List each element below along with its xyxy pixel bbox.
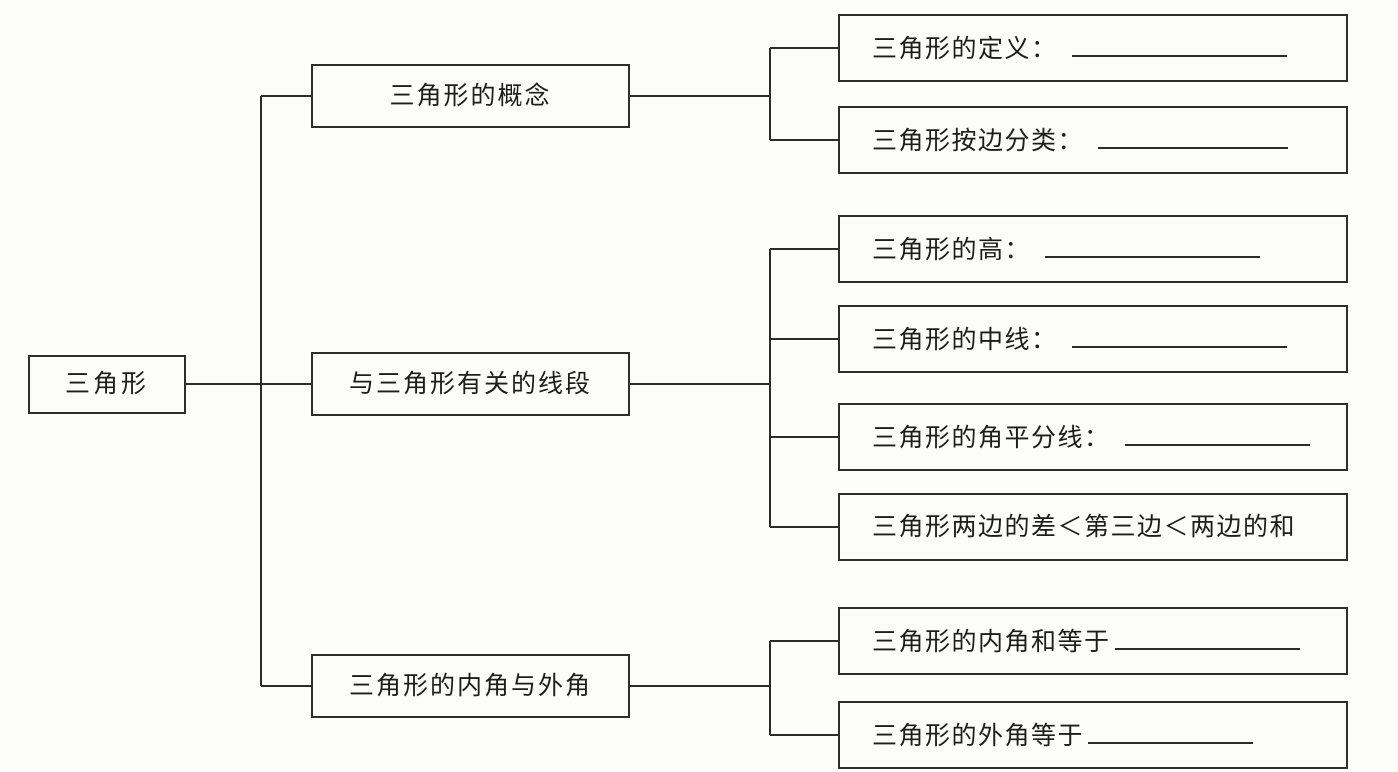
- fill-in-blank[interactable]: [1071, 324, 1287, 348]
- node-root-label: 三角形: [64, 369, 149, 399]
- fill-in-blank[interactable]: [1071, 33, 1287, 57]
- leaf-row: 三角形的高：: [872, 234, 1346, 265]
- node-leaf-definition[interactable]: 三角形的定义：: [838, 14, 1348, 82]
- node-branch-angles-label: 三角形的内角与外角: [348, 670, 592, 700]
- fill-in-blank[interactable]: [1124, 422, 1310, 446]
- leaf-text: 三角形两边的差＜第三边＜两边的和: [872, 511, 1297, 541]
- leaf-text: 三角形的外角等于: [872, 720, 1085, 750]
- node-branch-angles[interactable]: 三角形的内角与外角: [311, 654, 630, 718]
- node-branch-concept-label: 三角形的概念: [389, 80, 552, 110]
- leaf-text: 三角形按边分类：: [872, 125, 1085, 155]
- node-branch-segments[interactable]: 与三角形有关的线段: [311, 352, 630, 416]
- leaf-row: 三角形的外角等于: [872, 720, 1346, 751]
- leaf-text: 三角形的高：: [872, 234, 1032, 264]
- node-leaf-angle-bisector[interactable]: 三角形的角平分线：: [838, 403, 1348, 471]
- node-leaf-exterior-angle[interactable]: 三角形的外角等于: [838, 701, 1348, 769]
- fill-in-blank[interactable]: [1088, 720, 1254, 744]
- fill-in-blank[interactable]: [1098, 125, 1289, 149]
- node-leaf-side-classification[interactable]: 三角形按边分类：: [838, 106, 1348, 174]
- node-leaf-median[interactable]: 三角形的中线：: [838, 305, 1348, 373]
- node-leaf-interior-angle-sum[interactable]: 三角形的内角和等于: [838, 607, 1348, 675]
- fill-in-blank[interactable]: [1045, 234, 1261, 258]
- leaf-row: 三角形的角平分线：: [872, 422, 1346, 453]
- leaf-text: 三角形的内角和等于: [872, 626, 1111, 656]
- node-branch-concept[interactable]: 三角形的概念: [311, 64, 630, 128]
- leaf-row: 三角形的内角和等于: [872, 626, 1346, 657]
- node-root[interactable]: 三角形: [28, 355, 186, 414]
- leaf-text: 三角形的中线：: [872, 324, 1058, 354]
- leaf-row: 三角形的中线：: [872, 324, 1346, 355]
- leaf-text: 三角形的定义：: [872, 33, 1058, 63]
- leaf-row: 三角形的定义：: [872, 33, 1346, 64]
- node-leaf-side-inequality[interactable]: 三角形两边的差＜第三边＜两边的和: [838, 493, 1348, 561]
- fill-in-blank[interactable]: [1114, 626, 1300, 650]
- leaf-row: 三角形按边分类：: [872, 125, 1346, 156]
- leaf-row: 三角形两边的差＜第三边＜两边的和: [872, 511, 1346, 542]
- leaf-text: 三角形的角平分线：: [872, 422, 1111, 452]
- node-leaf-altitude[interactable]: 三角形的高：: [838, 215, 1348, 283]
- node-branch-segments-label: 与三角形有关的线段: [348, 368, 592, 398]
